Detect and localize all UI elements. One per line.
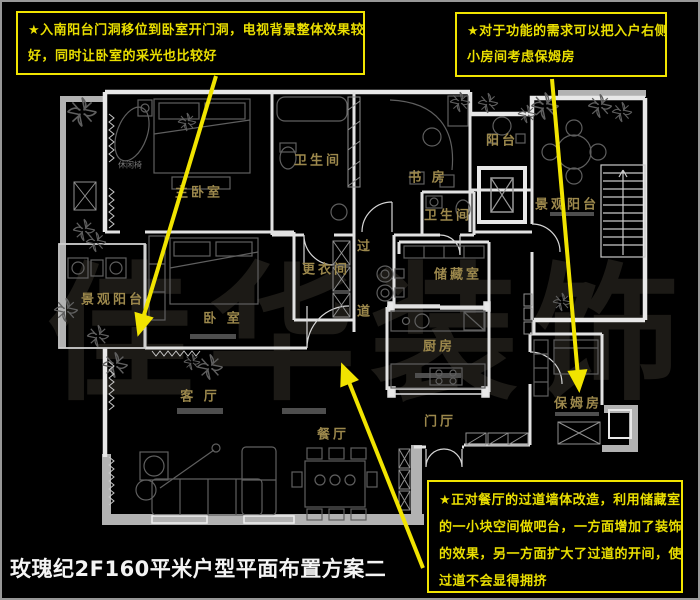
annotation-box-corridor-wall: ★正对餐厅的过道墙体改造，利用储藏室 的一小块空间做吧台，一方面增加了装饰 的效… xyxy=(427,480,683,593)
utility-shaft xyxy=(608,409,632,439)
annotation-line: ★入南阳台门洞移位到卧室开门洞，电视背景整体效果较 xyxy=(28,23,365,38)
plan-title: 玫瑰纪2F160平米户型平面布置方案二 xyxy=(10,557,387,581)
windows xyxy=(108,113,295,524)
annotation-line: 的效果，另一方面扩大了过道的开间，使 xyxy=(439,547,683,562)
annotation-line: 小房间考虑保姆房 xyxy=(467,50,576,65)
staircase xyxy=(600,164,646,258)
walls-interior xyxy=(105,92,604,449)
annotation-line: 好，同时让卧室的采光也比较好 xyxy=(28,49,218,64)
elevator xyxy=(477,166,527,224)
annotation-line: ★正对餐厅的过道墙体改造，利用储藏室 xyxy=(439,493,681,508)
annotation-line: 的一小块空间做吧台，一方面增加了装饰 xyxy=(439,520,683,535)
annotation-line: ★对于功能的需求可以把入户右侧 xyxy=(467,24,669,39)
walls xyxy=(102,89,648,457)
sliding-doors xyxy=(387,301,491,398)
annotation-box-balcony-door: ★入南阳台门洞移位到卧室开门洞，电视背景整体效果较 好，同时让卧室的采光也比较好 xyxy=(16,11,365,75)
annotation-box-nanny-room: ★对于功能的需求可以把入户右侧 小房间考虑保姆房 xyxy=(455,12,669,77)
annotation-line: 过道不会显得拥挤 xyxy=(439,574,548,589)
doors xyxy=(303,201,563,468)
